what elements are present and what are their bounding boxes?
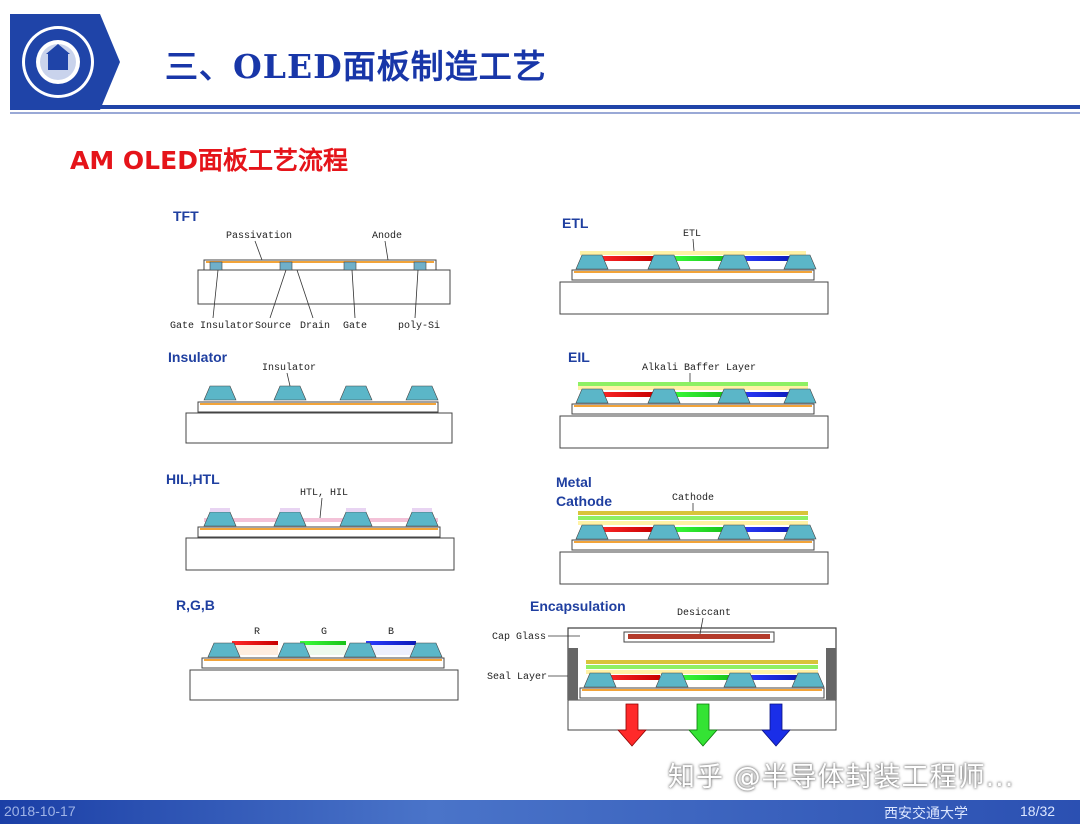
title-divider: [10, 105, 1080, 114]
etl-anno: ETL: [683, 229, 701, 240]
section-subtitle: AM OLED面板工艺流程: [70, 146, 348, 175]
step-label-hil-htl: HIL,HTL: [166, 471, 220, 487]
footer-date: 2018-10-17: [4, 803, 76, 819]
tft-gate-insulator-label: Gate Insulator: [170, 320, 254, 332]
tft-poly-si-label: poly-Si: [398, 320, 440, 332]
hil-htl-anno: HTL, HIL: [300, 488, 348, 499]
step-eil: EIL Alkali Baffer Layer: [559, 349, 829, 449]
tft-anode-label: Anode: [372, 230, 402, 242]
cathode-anno: Cathode: [672, 492, 714, 504]
step-rgb: R,G,B R G B: [176, 597, 459, 701]
tft-passivation-label: Passivation: [226, 230, 292, 242]
tft-source-label: Source: [255, 321, 291, 332]
step-label-etl: ETL: [562, 215, 589, 231]
slide-title: 三、OLED面板制造工艺: [165, 47, 547, 86]
step-encapsulation: Encapsulation Desiccant Cap Glass Seal L…: [487, 598, 837, 747]
step-label-cathode: Cathode: [556, 493, 612, 509]
eil-anno: Alkali Baffer Layer: [642, 362, 756, 374]
step-label-tft: TFT: [173, 208, 199, 224]
step-label-insulator: Insulator: [168, 349, 228, 365]
footer-university: 西安交通大学: [884, 805, 968, 821]
zhihu-watermark: 知乎 @半导体封装工程师...: [668, 762, 1015, 793]
step-metal-cathode: Metal Cathode Cathode: [556, 474, 829, 585]
tft-drain-label: Drain: [300, 320, 330, 332]
step-label-metal: Metal: [556, 474, 592, 490]
insulator-anno: Insulator: [262, 362, 316, 374]
slide-footer: 2018-10-17 西安交通大学 18/32: [0, 800, 1080, 824]
step-hil-htl: HIL,HTL HTL, HIL: [166, 471, 455, 571]
tft-gate-label: Gate: [343, 321, 367, 332]
emission-arrows: [617, 703, 791, 747]
encap-seal-layer-label: Seal Layer: [487, 671, 547, 683]
encap-cap-glass-label: Cap Glass: [492, 631, 546, 643]
university-logo: [10, 14, 120, 110]
step-etl: ETL ETL: [559, 215, 829, 315]
step-insulator: Insulator Insulator: [168, 349, 453, 444]
rgb-g-label: G: [321, 627, 327, 638]
slide-header: 三、OLED面板制造工艺: [0, 0, 1080, 118]
step-label-rgb: R,G,B: [176, 597, 215, 613]
rgb-b-label: B: [388, 627, 394, 638]
rgb-r-label: R: [254, 627, 260, 638]
step-label-eil: EIL: [568, 349, 590, 365]
step-label-encapsulation: Encapsulation: [530, 598, 626, 614]
footer-page-number: 18/32: [1020, 803, 1056, 819]
step-tft: TFT Passivation Anode Gate Insulator Sou…: [170, 208, 451, 332]
encap-desiccant-label: Desiccant: [677, 607, 731, 619]
